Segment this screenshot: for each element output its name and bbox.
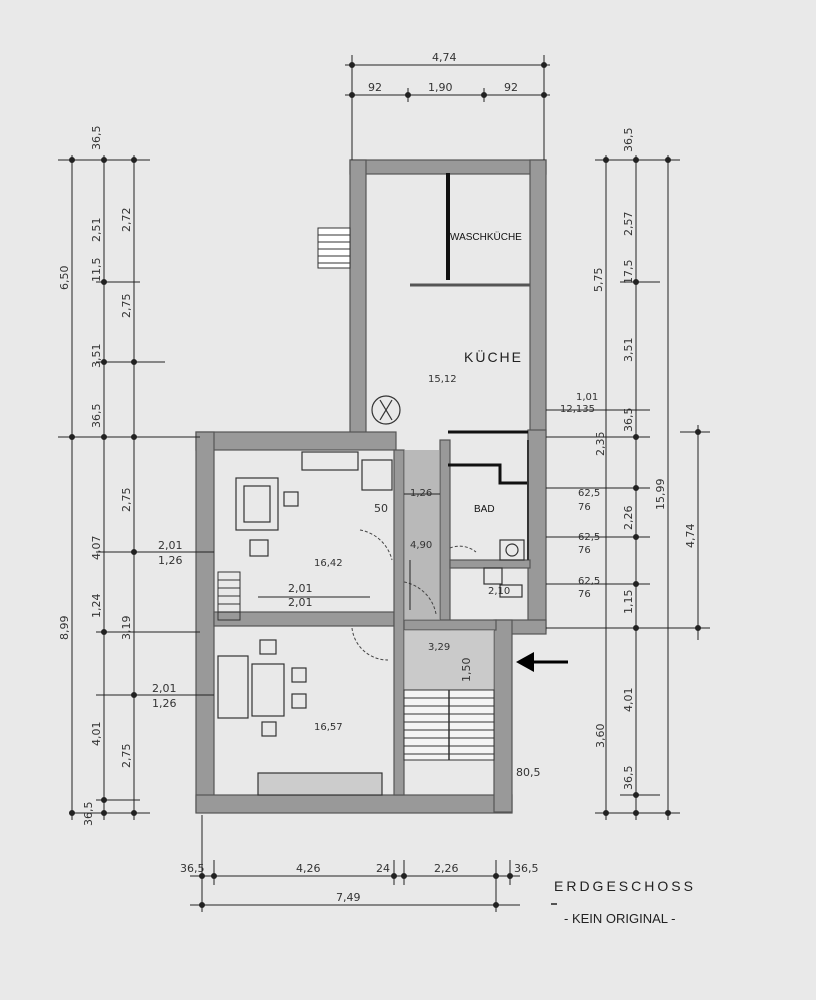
room-label-kueche: KÜCHE <box>464 348 523 365</box>
door-swings <box>351 529 477 661</box>
area-wohnen2: 16,57 <box>314 722 343 733</box>
dim-right-mid-a: 2,35 <box>594 432 607 457</box>
dim-left-lower-c: 3,19 <box>120 616 133 641</box>
dim-right-lower-b: 4,01 <box>622 688 635 713</box>
room-label-bad: BAD <box>474 504 495 515</box>
area-klein: 1,26 <box>410 488 432 499</box>
dim-left-wall-bot: 36,5 <box>82 802 95 827</box>
dim-inner-w3: 2,01 <box>152 682 177 695</box>
dim-left-upper-a: 2,51 <box>90 218 103 243</box>
dim-right-upper-b: 3,51 <box>622 338 635 363</box>
area-flur: 4,90 <box>410 540 432 551</box>
dim-left-lower-d: 4,01 <box>90 722 103 747</box>
stairs-outside <box>317 227 351 269</box>
dim-left-wall-top: 36,5 <box>90 126 103 151</box>
dim-right-outer: 4,74 <box>684 524 697 549</box>
plan-note: - KEIN ORIGINAL - <box>564 911 675 926</box>
dim-inner-w2: 2,01 <box>288 582 313 595</box>
dim-bad-a: 1,01 <box>576 392 598 403</box>
dim-right-upper-a: 2,57 <box>622 212 635 237</box>
dim-inner-w2b: 2,01 <box>288 596 313 609</box>
stairs-main <box>403 689 495 761</box>
dim-top-overall: 4,74 <box>432 51 457 64</box>
dim-bad-h: 76 <box>578 589 591 600</box>
dimension-lines <box>58 55 710 912</box>
dim-bad-d: 76 <box>578 502 591 513</box>
area-kueche: 15,12 <box>428 374 457 385</box>
dim-inner-w1: 2,01 <box>158 539 183 552</box>
dim-left-lower-e: 2,75 <box>120 744 133 769</box>
dim-left-upper-b: 2,72 <box>120 208 133 233</box>
dim-left-lower-b: 2,75 <box>120 488 133 513</box>
dim-top-middle: 1,90 <box>428 81 453 94</box>
corridor-fill <box>404 450 440 620</box>
stair-landing <box>404 630 494 690</box>
dim-inner-d80: 80,5 <box>516 766 541 779</box>
entrance-arrow-icon <box>516 652 568 672</box>
area-bad: 2,10 <box>488 586 510 597</box>
dim-right-lower-a: 3,60 <box>594 724 607 749</box>
dim-right-mid-d: 1,15 <box>622 590 635 615</box>
dim-top-right: 92 <box>504 81 518 94</box>
dim-left-lower-a: 4,07 <box>90 536 103 561</box>
room-label-waschkueche: WASCHKÜCHE <box>450 231 522 243</box>
area-treppe: 3,29 <box>428 642 450 653</box>
furniture <box>217 395 525 796</box>
dim-bottom-wall-r: 36,5 <box>514 862 539 875</box>
dim-bad-e: 62,5 <box>578 532 600 543</box>
dim-left-wall-mid: 36,5 <box>90 404 103 429</box>
dim-left-lower-f: 1,24 <box>90 594 103 619</box>
dim-right-wall-top: 36,5 <box>622 128 635 153</box>
dim-left-mark: 11,5 <box>90 258 103 283</box>
dim-bottom-inner: 24 <box>376 862 390 875</box>
dim-bad-b: 12,135 <box>560 404 595 415</box>
dim-right-mark: 17,5 <box>622 260 635 285</box>
dim-right-mid-b: 36,5 <box>622 408 635 433</box>
dim-bad-c: 62,5 <box>578 488 600 499</box>
dim-bad-f: 76 <box>578 545 591 556</box>
dim-inner-w1b: 1,26 <box>158 554 183 567</box>
dim-top-left: 92 <box>368 81 382 94</box>
dim-bottom-room-r: 2,26 <box>434 862 459 875</box>
bad-walls <box>448 430 528 485</box>
dim-right-wall-bot: 36,5 <box>622 766 635 791</box>
stairs-hall <box>217 571 241 621</box>
dim-right-upper-total: 5,75 <box>592 268 605 293</box>
dim-left-upper-d: 2,75 <box>120 294 133 319</box>
plan-title: ERDGESCHOSS <box>554 878 696 894</box>
dim-left-upper-total: 6,50 <box>58 266 71 291</box>
dim-bottom-wall-l: 36,5 <box>180 862 205 875</box>
dim-right-mid-c: 2,26 <box>622 506 635 531</box>
dim-bottom-overall: 7,49 <box>336 891 361 904</box>
dim-left-upper-c: 3,51 <box>90 344 103 369</box>
dim-inner-d50: 50 <box>374 502 388 515</box>
dim-bottom-room-l: 4,26 <box>296 862 321 875</box>
dim-inner-stair: 1,50 <box>460 658 473 683</box>
dim-left-lower-total: 8,99 <box>58 616 71 641</box>
dim-inner-w3b: 1,26 <box>152 697 177 710</box>
dim-bad-g: 62,5 <box>578 576 600 587</box>
dim-right-total: 15,99 <box>654 479 667 511</box>
area-wohnen1: 16,42 <box>314 558 343 569</box>
